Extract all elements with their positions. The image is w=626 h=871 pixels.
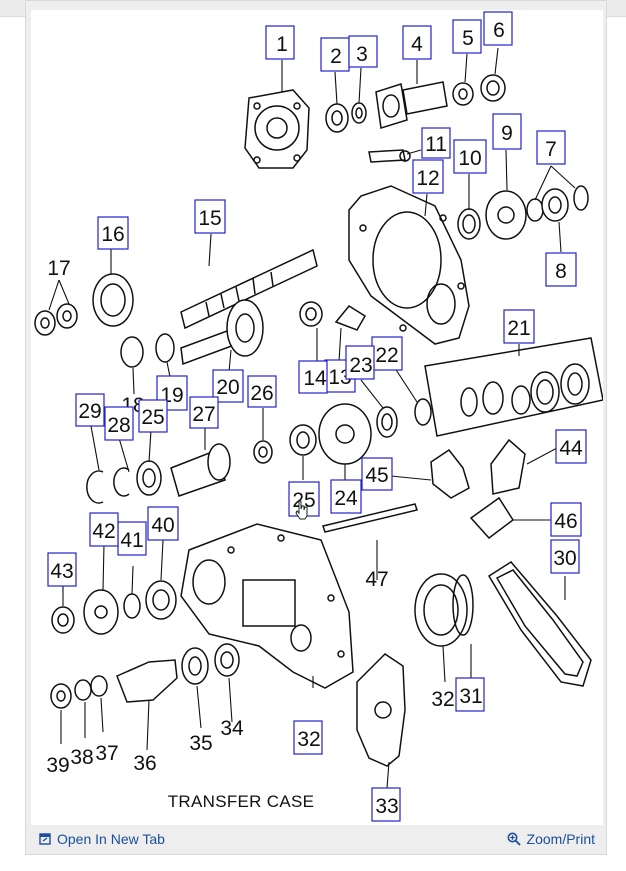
callout-17: 17 bbox=[47, 257, 70, 280]
leader-lines bbox=[48, 47, 576, 789]
callout-34: 34 bbox=[220, 717, 244, 740]
callout-10: 10 bbox=[458, 147, 481, 170]
callout-38: 38 bbox=[70, 746, 93, 769]
callout-31: 31 bbox=[459, 685, 482, 708]
callout-39: 39 bbox=[46, 754, 69, 777]
callout-1: 1 bbox=[276, 33, 288, 56]
callout-7: 7 bbox=[545, 138, 557, 161]
callout-41: 41 bbox=[120, 529, 143, 552]
callout-16: 16 bbox=[101, 223, 124, 246]
callout-5: 5 bbox=[462, 27, 474, 50]
open-in-new-tab-label: Open In New Tab bbox=[57, 831, 165, 847]
callout-44: 44 bbox=[559, 437, 583, 460]
part-drawings bbox=[34, 74, 603, 767]
callout-42: 42 bbox=[92, 520, 115, 543]
open-in-new-tab-link[interactable]: Open In New Tab bbox=[31, 831, 173, 847]
callout-47: 47 bbox=[365, 568, 388, 591]
callout-25-lower: 25 bbox=[292, 489, 315, 512]
callout-32-plain: 32 bbox=[431, 688, 454, 711]
callout-3: 3 bbox=[356, 43, 368, 66]
diagram-viewer: 1 2 3 4 5 6 7 8 9 10 11 12 13 bbox=[31, 10, 603, 825]
callout-29: 29 bbox=[78, 400, 101, 423]
callout-14: 14 bbox=[303, 367, 327, 390]
callout-46: 46 bbox=[554, 510, 577, 533]
callout-26: 26 bbox=[250, 382, 273, 405]
callout-12: 12 bbox=[416, 167, 439, 190]
callout-25-upper: 25 bbox=[141, 406, 164, 429]
transfer-case-exploded-diagram: 1 2 3 4 5 6 7 8 9 10 11 12 13 bbox=[34, 11, 603, 822]
callout-11: 11 bbox=[425, 133, 447, 156]
callout-2: 2 bbox=[330, 45, 342, 68]
callout-43: 43 bbox=[50, 560, 73, 583]
callout-4: 4 bbox=[411, 33, 423, 56]
callout-32-boxed: 32 bbox=[297, 728, 320, 751]
callout-40: 40 bbox=[151, 514, 174, 537]
callout-8: 8 bbox=[555, 260, 567, 283]
zoom-print-link[interactable]: Zoom/Print bbox=[499, 831, 603, 847]
zoom-in-icon bbox=[507, 832, 521, 846]
zoom-print-label: Zoom/Print bbox=[526, 831, 595, 847]
callout-24: 24 bbox=[334, 487, 358, 510]
callout-37: 37 bbox=[95, 742, 118, 765]
callout-15: 15 bbox=[198, 207, 221, 230]
callout-labels: 1 2 3 4 5 6 7 8 9 10 11 12 13 bbox=[46, 11, 587, 822]
callout-27: 27 bbox=[192, 403, 215, 426]
callout-22: 22 bbox=[375, 344, 398, 367]
callout-9: 9 bbox=[501, 122, 513, 145]
callout-6: 6 bbox=[493, 19, 505, 42]
diagram-footer: Open In New Tab Zoom/Print bbox=[31, 826, 603, 852]
callout-35: 35 bbox=[189, 732, 212, 755]
callout-33: 33 bbox=[375, 795, 398, 818]
callout-23: 23 bbox=[349, 354, 372, 377]
hand-cursor-icon bbox=[295, 500, 308, 520]
callout-20: 20 bbox=[216, 376, 239, 399]
diagram-caption: TRANSFER CASE bbox=[168, 792, 315, 811]
callout-21: 21 bbox=[507, 317, 530, 340]
callout-45: 45 bbox=[365, 464, 388, 487]
callout-36: 36 bbox=[133, 752, 156, 775]
callout-28: 28 bbox=[107, 414, 130, 437]
callout-30: 30 bbox=[553, 547, 576, 570]
external-window-icon bbox=[39, 833, 51, 845]
